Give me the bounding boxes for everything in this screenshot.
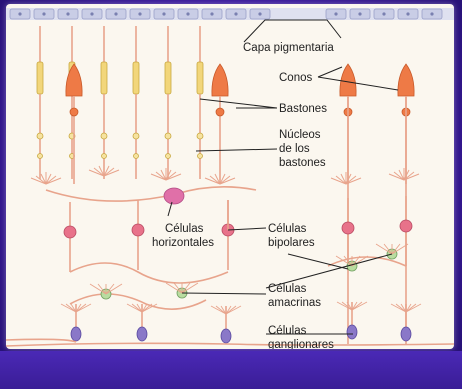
cone-outer-segment <box>398 64 414 96</box>
pigment-nucleus <box>234 12 237 15</box>
rod-nucleus <box>134 154 139 159</box>
pigment-nucleus <box>382 12 385 15</box>
amacrine-process <box>106 284 122 294</box>
pigment-nucleus <box>42 12 45 15</box>
pigment-nucleus <box>18 12 21 15</box>
rod-outer-segment <box>101 62 107 94</box>
pigment-nucleus <box>430 12 433 15</box>
label-amacrine-1: Células <box>268 283 307 295</box>
label-horizontal-2: horizontales <box>152 237 214 249</box>
pointer-rod-nuclei <box>196 149 277 151</box>
pointer-amacrine-b <box>266 254 392 288</box>
ganglion-cell <box>71 327 81 341</box>
rod-outer-segment <box>133 62 139 94</box>
cone-outer-segment <box>212 64 228 96</box>
pigment-nucleus <box>66 12 69 15</box>
pointer-pigment <box>244 20 341 42</box>
amacrine-process <box>166 283 182 293</box>
optic-nerve-fiber <box>6 343 454 346</box>
pigment-nucleus <box>334 12 337 15</box>
label-rod-nuclei-3: bastones <box>279 157 326 169</box>
ganglion-cell <box>347 325 357 339</box>
label-rod-nuclei-1: Núcleos <box>279 129 321 141</box>
pigment-nucleus <box>138 12 141 15</box>
ganglion-branch <box>216 306 226 314</box>
pigment-nucleus <box>210 12 213 15</box>
cone-nucleus <box>216 108 224 116</box>
label-bipolar-2: bipolares <box>268 237 315 249</box>
pointer-horizontal <box>168 202 172 216</box>
rod-nucleus <box>37 133 43 139</box>
rod-outer-segment <box>197 62 203 94</box>
ganglion-cell <box>137 327 147 341</box>
horizontal-process <box>46 187 256 201</box>
pigment-nucleus <box>114 12 117 15</box>
ganglion-branch <box>132 304 142 312</box>
retina-diagram-panel: Capa pigmentaria Conos Bastones Núcleos … <box>6 4 454 349</box>
retina-diagram: Capa pigmentaria Conos Bastones Núcleos … <box>6 4 454 349</box>
bipolar-cell <box>64 226 76 238</box>
rod-nucleus <box>102 154 107 159</box>
pointer-amacrine-a <box>182 293 266 294</box>
label-rods: Bastones <box>279 103 327 115</box>
pigment-nucleus <box>162 12 165 15</box>
cone-nucleus <box>70 108 78 116</box>
horizontal-cell <box>164 188 184 204</box>
amacrine-process <box>376 244 392 254</box>
rod-outer-segment <box>165 62 171 94</box>
pigment-nucleus <box>90 12 93 15</box>
rod-nucleus <box>38 154 43 159</box>
rod-outer-segment <box>37 62 43 94</box>
bipolar-cell <box>400 220 412 232</box>
rod-nucleus <box>197 133 203 139</box>
pointer-rods-a <box>200 99 277 108</box>
rod-nucleus <box>133 133 139 139</box>
amacrine-process <box>182 283 198 293</box>
pointer-cones-b <box>318 77 398 90</box>
cone-outer-segment <box>66 64 82 96</box>
ganglion-cell <box>221 329 231 343</box>
ganglion-branch <box>396 304 406 312</box>
inner-plexus <box>70 263 228 283</box>
amacrine-process <box>90 284 106 294</box>
label-horizontal-1: Células <box>165 223 204 235</box>
cone-outer-segment <box>340 64 356 96</box>
optic-nerve-fiber <box>6 339 76 342</box>
pigment-nucleus <box>186 12 189 15</box>
rod-nucleus <box>166 154 171 159</box>
pointer-cones-a <box>318 67 342 77</box>
pigment-nucleus <box>258 12 261 15</box>
label-ganglion-1: Células <box>268 325 307 337</box>
label-rod-nuclei-2: de los <box>279 143 310 155</box>
bipolar-cell <box>132 224 144 236</box>
pigment-nucleus <box>406 12 409 15</box>
label-bipolar-1: Células <box>268 223 307 235</box>
ganglion-branch <box>342 302 352 310</box>
rod-nucleus <box>198 154 203 159</box>
ganglion-cell <box>401 327 411 341</box>
rod-nucleus <box>165 133 171 139</box>
pigment-layer <box>6 8 454 20</box>
bipolar-cell <box>342 222 354 234</box>
label-cones: Conos <box>279 72 312 84</box>
label-ganglion-2: ganglionares <box>268 339 334 349</box>
pigment-nucleus <box>358 12 361 15</box>
neuron-layer <box>6 26 454 346</box>
rod-nucleus <box>101 133 107 139</box>
bottom-bar <box>0 351 462 389</box>
ganglion-branch <box>66 304 76 312</box>
label-amacrine-2: amacrinas <box>268 297 321 309</box>
label-pigment-layer: Capa pigmentaria <box>243 42 334 54</box>
